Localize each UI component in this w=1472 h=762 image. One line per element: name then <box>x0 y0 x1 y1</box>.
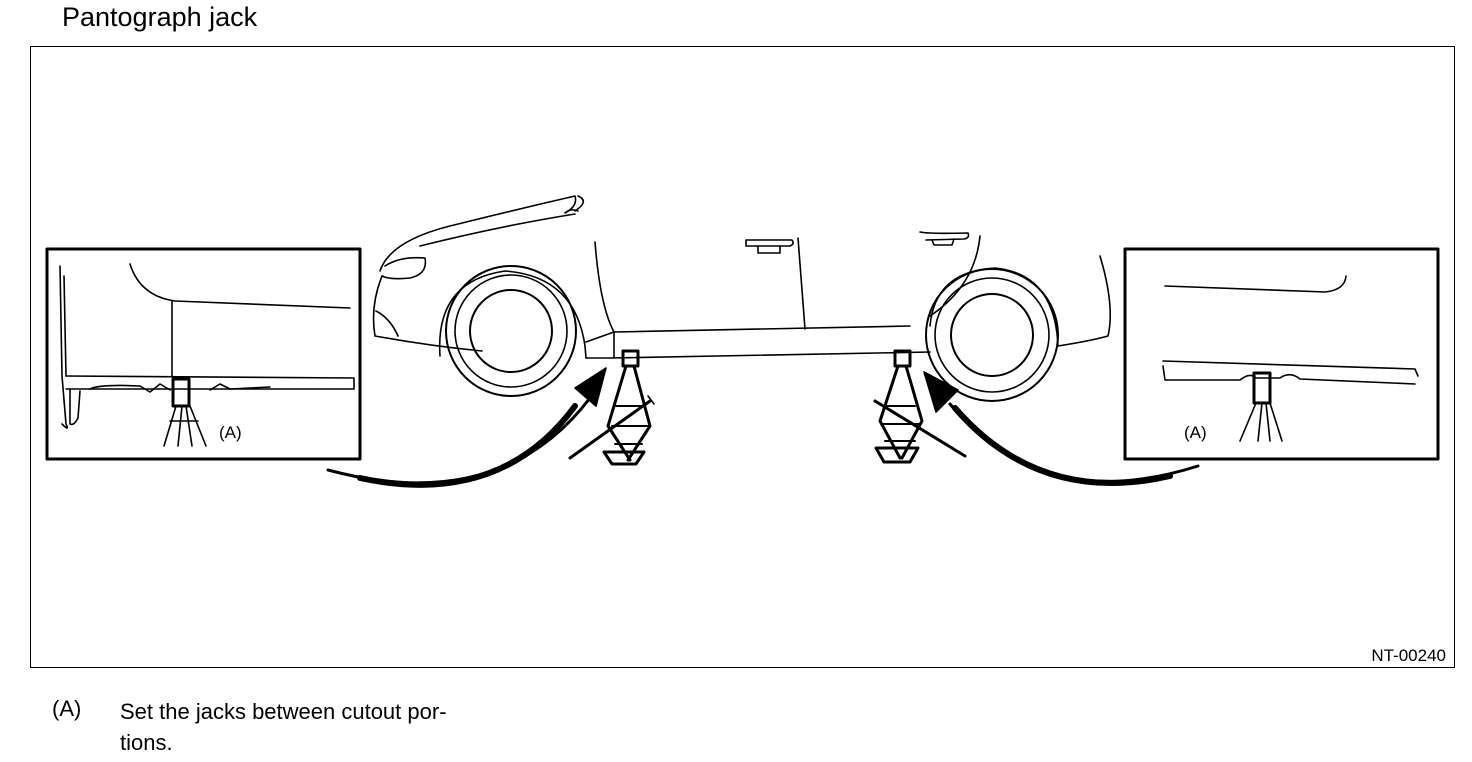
legend-text: Set the jacks between cutout por- tions. <box>120 696 520 758</box>
callout-right-label: (A) <box>1184 423 1207 442</box>
left-detail-inset: (A) <box>45 247 362 461</box>
rear-jack <box>873 349 967 464</box>
legend-text-line2: tions. <box>120 730 173 755</box>
legend-text-line1: Set the jacks between cutout por- <box>120 699 447 724</box>
car-outline <box>372 195 1112 402</box>
figure-code: NT-00240 <box>1371 646 1446 665</box>
jack-illustration: (A) (A) <box>45 195 1440 488</box>
callout-left-label: (A) <box>219 423 242 442</box>
figure-frame <box>30 46 1455 668</box>
section-title: Pantograph jack <box>62 2 258 32</box>
legend-key: (A) <box>52 696 82 721</box>
right-detail-inset: (A) <box>1123 247 1440 461</box>
right-arrow <box>923 371 1200 486</box>
front-jack <box>568 349 655 466</box>
left-arrow <box>326 367 607 488</box>
